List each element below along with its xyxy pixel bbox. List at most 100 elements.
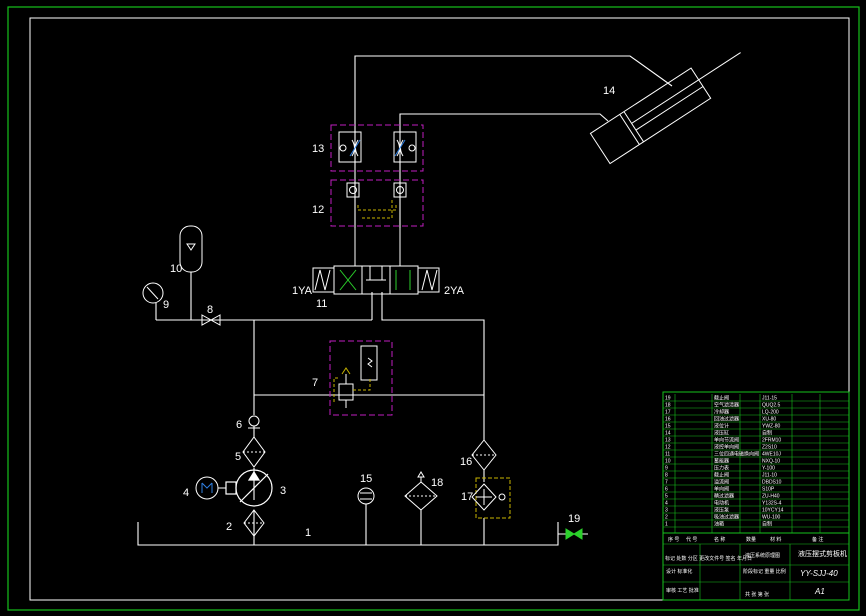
note-stage: 阶段标记 重量 比例 (743, 568, 786, 575)
drawing-number: YY-SJJ-40 (800, 569, 838, 578)
bom-cell: J11-15 (762, 396, 777, 402)
bom-cell: Y-100 (762, 466, 775, 472)
label-7: 7 (312, 377, 318, 389)
bom-cell: WU-100 (762, 515, 781, 521)
note-revision: 标记 处数 分区 更改文件号 签名 年月日 (665, 555, 752, 562)
relief-valve-7 (329, 340, 393, 416)
label-12: 12 (312, 204, 324, 216)
bom-cell: 12 (665, 445, 671, 451)
bom-cell: 溢流阀 (714, 479, 729, 486)
bom-cell: 13 (665, 438, 671, 444)
label-9: 9 (163, 299, 169, 311)
throttle-check-valve-13 (330, 124, 424, 172)
bom-cell: 10 (665, 459, 671, 465)
label-2: 2 (226, 521, 232, 533)
bom-cell: 15 (665, 424, 671, 430)
solenoid-2ya-label: 2YA (444, 285, 465, 297)
bom-cell: 18 (665, 403, 671, 409)
bom-cell: 14 (665, 431, 671, 437)
bom-cell: 蓄能器 (714, 458, 729, 465)
note-schematic: 液压系统原理图 (745, 552, 780, 559)
label-11: 11 (316, 298, 327, 310)
label-3: 3 (280, 485, 286, 497)
bom-cell: 17 (665, 410, 671, 416)
label-14: 14 (603, 85, 615, 97)
bom-grid (663, 394, 849, 533)
air-breather-18 (404, 471, 438, 511)
component-labels: 1 2 3 4 5 6 7 8 9 10 11 12 13 14 15 16 1… (163, 85, 615, 539)
header-qty: 数量 (746, 536, 756, 543)
return-filter-16 (471, 439, 497, 471)
suction-filter-2 (243, 509, 265, 537)
pressure-filter-5 (242, 436, 266, 468)
motor-4 (195, 476, 226, 500)
bom-cell: 6 (665, 487, 668, 493)
bom-cell: 11 (665, 452, 670, 458)
inner-border (29, 17, 850, 601)
label-8: 8 (207, 304, 213, 316)
bom-cell: 液控单向阀 (714, 444, 739, 451)
bom-cell: 空气滤清器 (714, 402, 739, 409)
label-10: 10 (170, 263, 182, 275)
bom-cell: 液位计 (714, 423, 729, 430)
bom-cell: 1 (665, 522, 668, 528)
header-no: 序 号 (668, 536, 679, 543)
bom-cell: 2 (665, 515, 668, 521)
label-18: 18 (431, 477, 443, 489)
bom-cell: NXQ-10 (762, 459, 780, 465)
outer-border (7, 6, 860, 611)
pilot-check-valve-12 (330, 179, 424, 236)
bom-cell: 三位四通电磁换向阀 (714, 451, 759, 458)
level-gauge-15 (357, 487, 375, 505)
label-4: 4 (183, 487, 189, 499)
note-sheets: 共 张 第 张 (745, 591, 769, 598)
header-material: 材 料 (770, 536, 781, 543)
bom-cell: 10YCY14 (762, 508, 784, 514)
bom-cell: 4WE10J (762, 452, 781, 458)
label-15: 15 (360, 473, 372, 485)
check-valve-6 (248, 415, 260, 429)
bom-cell: 16 (665, 417, 671, 423)
header-name: 名 称 (714, 536, 725, 543)
bom-cell: 回油过滤器 (714, 416, 739, 423)
bom-cell: S10P (762, 487, 775, 493)
directional-valve-11 (312, 228, 440, 295)
bom-cell: 截止阀 (714, 395, 729, 402)
bom-cell: 冷却器 (714, 409, 729, 416)
bom-cell: 7 (665, 480, 668, 486)
bom-cell: 液压泵 (714, 507, 729, 514)
sheet-size: A1 (814, 587, 825, 596)
bom-cell: ZU-H40 (762, 494, 780, 500)
bom-cell: DBDS10 (762, 480, 782, 486)
cooler-17 (471, 477, 511, 519)
bom-cell: 电动机 (714, 500, 729, 507)
bom-cell: 8 (665, 473, 668, 479)
bom-cell: 2FRM10 (762, 438, 781, 444)
note-review: 审核 工艺 批准 (666, 587, 699, 594)
bom-cell: QUQ2.5 (762, 403, 781, 409)
drawing-title: 液压摆式剪板机 (798, 549, 847, 558)
bom-cell: 液压缸 (714, 430, 729, 437)
bom-cell: Y132S-4 (762, 501, 782, 507)
bom-cell: 3 (665, 508, 668, 514)
bom-cell: Z2S10 (762, 445, 777, 451)
bom-cell: 截止阀 (714, 472, 729, 479)
stop-valve-8 (201, 314, 221, 326)
bom-cell: YWZ-80 (762, 424, 781, 430)
label-17: 17 (461, 491, 473, 503)
bom-cell: 9 (665, 466, 668, 472)
header-code: 代 号 (686, 536, 697, 543)
bom-cell: 5 (665, 494, 668, 500)
bom-cell: 19 (665, 396, 671, 402)
drain-valve-19 (565, 528, 583, 540)
header-note: 备 注 (812, 536, 823, 543)
bom-cell: XU-80 (762, 417, 776, 423)
pressure-gauge-9 (142, 282, 164, 304)
bom-cell: 精过滤器 (714, 493, 734, 500)
label-5: 5 (235, 451, 241, 463)
hydraulic-cylinder-14 (589, 52, 741, 165)
bom-cell: LQ-200 (762, 410, 779, 416)
